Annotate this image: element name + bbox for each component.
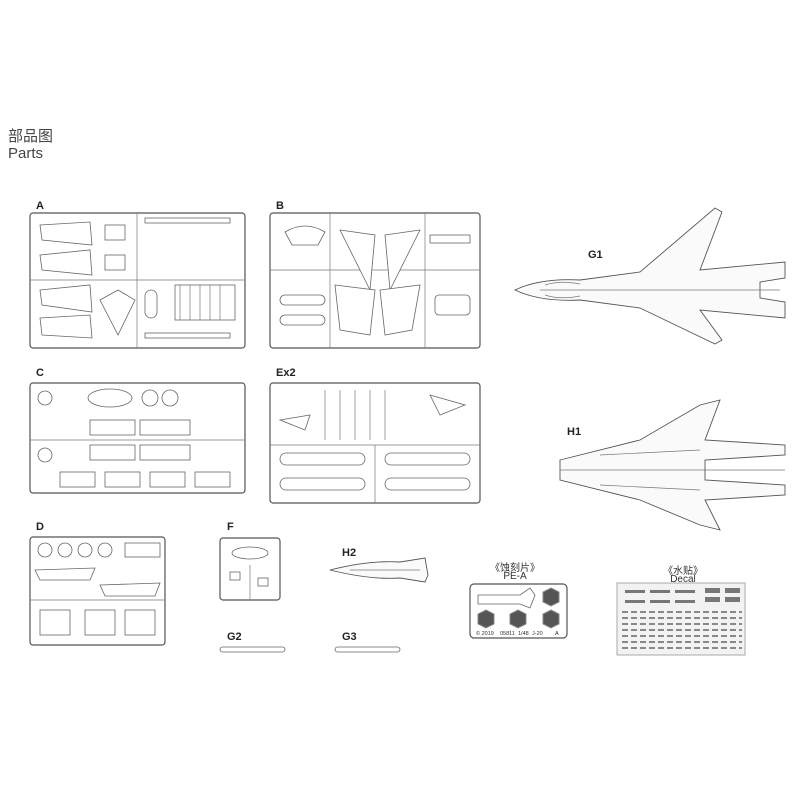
sprue-c-label: C bbox=[36, 367, 44, 379]
pe-scale: 1/48 bbox=[518, 631, 529, 637]
g1-aircraft-top-view bbox=[513, 207, 786, 345]
g2-part bbox=[219, 646, 286, 653]
pe-sheet-mark: A bbox=[555, 631, 559, 637]
pe-a-sheet: © 2019 05811 1/48 J-20 A bbox=[469, 583, 568, 639]
sprue-d bbox=[29, 536, 166, 646]
decal-label-en: Decal bbox=[670, 574, 696, 585]
pe-label-cn: 《蚀刻片》 bbox=[490, 563, 540, 574]
h2-part bbox=[329, 557, 429, 583]
sprue-f-label: F bbox=[227, 521, 234, 533]
sprue-f bbox=[219, 537, 281, 601]
decal-sheet bbox=[616, 582, 746, 656]
sprue-ex2 bbox=[269, 382, 481, 504]
part-g1-label: G1 bbox=[588, 249, 603, 261]
title-en: Parts bbox=[8, 145, 44, 162]
pe-label-en: PE-A bbox=[503, 571, 527, 582]
sprue-a-label: A bbox=[36, 200, 44, 212]
g3-part bbox=[334, 646, 401, 653]
sprue-a bbox=[29, 212, 246, 349]
pe-copyright: © 2019 bbox=[476, 630, 494, 637]
h1-aircraft-bottom-view bbox=[559, 399, 786, 531]
sprue-d-label: D bbox=[36, 521, 44, 533]
pe-code: 05811 bbox=[500, 631, 515, 637]
part-h1-label: H1 bbox=[567, 426, 582, 438]
part-g3-label: G3 bbox=[342, 631, 357, 643]
sprue-b bbox=[269, 212, 481, 349]
title-cn: 部品图 bbox=[8, 128, 54, 145]
sprue-c bbox=[29, 382, 246, 494]
part-h2-label: H2 bbox=[342, 547, 357, 559]
sprue-b-label: B bbox=[276, 200, 284, 212]
sprue-ex2-label: Ex2 bbox=[276, 367, 296, 379]
decal-label-cn: 《水贴》 bbox=[663, 566, 703, 577]
part-g2-label: G2 bbox=[227, 631, 242, 643]
pe-model: J-20 bbox=[532, 631, 543, 637]
